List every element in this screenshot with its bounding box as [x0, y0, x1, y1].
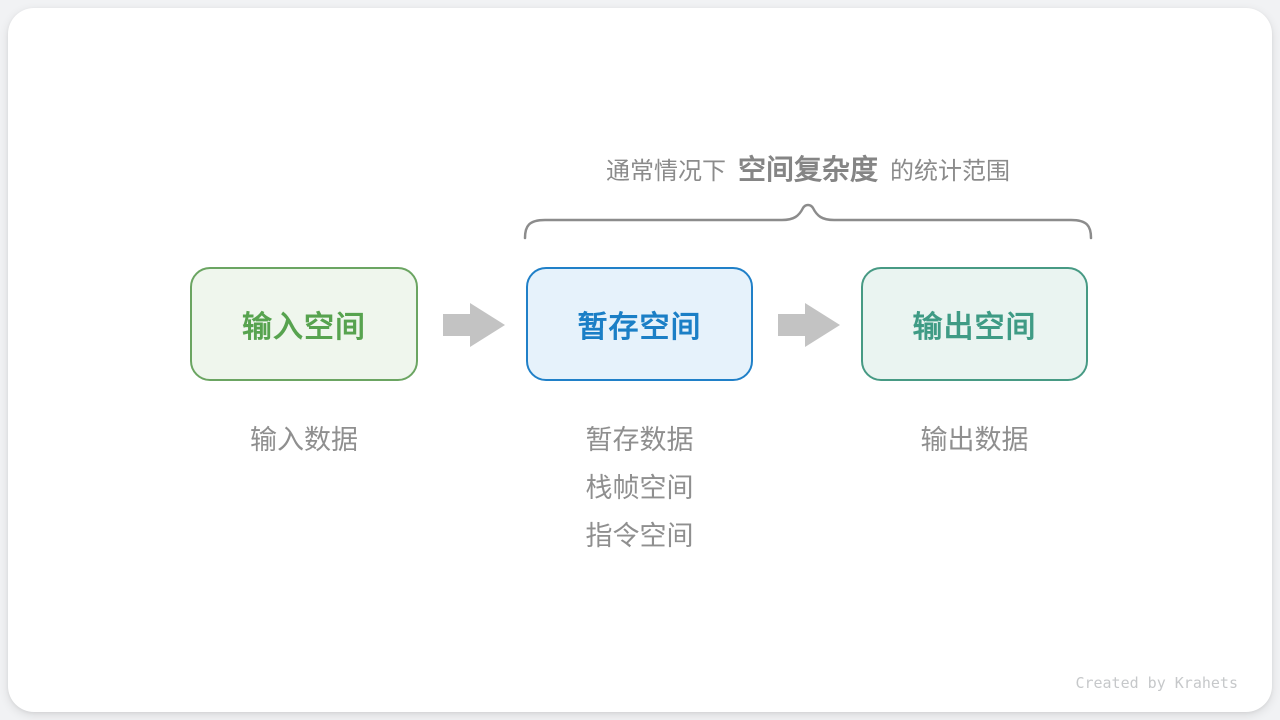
sublabel-instruction-space: 指令空间 — [585, 521, 694, 551]
sublabels-output: 输出数据 — [861, 416, 1088, 464]
scope-title: 通常情况下空间复杂度的统计范围 — [520, 148, 1096, 188]
sublabel-output-data: 输出数据 — [920, 425, 1029, 455]
box-temp-space: 暂存空间 — [526, 267, 753, 381]
sublabels-temp: 暂存数据 栈帧空间 指令空间 — [526, 416, 753, 560]
sublabel-temp-data: 暂存数据 — [585, 425, 694, 455]
scope-title-suffix: 的统计范围 — [890, 158, 1010, 185]
scope-title-highlight: 空间复杂度 — [737, 154, 878, 185]
box-output-space: 输出空间 — [861, 267, 1088, 381]
box-input-space-label: 输入空间 — [242, 311, 366, 344]
sublabels-input: 输入数据 — [190, 416, 418, 464]
credit-text: Created by Krahets — [1075, 674, 1238, 692]
sublabel-stack-frame-space: 栈帧空间 — [585, 473, 694, 503]
box-input-space: 输入空间 — [190, 267, 418, 381]
box-output-space-label: 输出空间 — [912, 311, 1037, 344]
scope-title-prefix: 通常情况下 — [605, 158, 726, 185]
box-temp-space-label: 暂存空间 — [577, 311, 702, 344]
sublabel-input-data: 输入数据 — [250, 425, 358, 455]
